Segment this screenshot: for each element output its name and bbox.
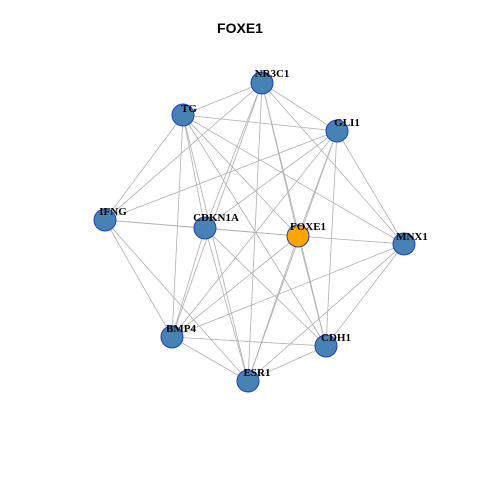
edge-ifng-esr1 bbox=[104, 219, 249, 382]
edge-foxe1-bmp4 bbox=[171, 235, 299, 338]
edge-tg-ifng bbox=[104, 114, 184, 221]
edge-nr3c1-tg bbox=[182, 82, 263, 116]
node-nr3c1 bbox=[250, 71, 274, 95]
node-label-nr3c1: NR3C1 bbox=[255, 68, 290, 80]
edge-nr3c1-mnx1 bbox=[261, 82, 405, 245]
edge-tg-cdh1 bbox=[182, 114, 327, 347]
edge-mnx1-esr1 bbox=[247, 243, 405, 382]
edge-layer bbox=[104, 82, 405, 382]
node-ifng bbox=[93, 208, 117, 232]
node-tg bbox=[171, 103, 195, 127]
node-bmp4 bbox=[160, 325, 184, 349]
node-foxe1 bbox=[286, 224, 310, 248]
edge-tg-cdkn1a bbox=[182, 114, 206, 229]
chart-title: FOXE1 bbox=[217, 20, 263, 36]
edge-tg-gli1 bbox=[182, 114, 338, 132]
edge-gli1-bmp4 bbox=[171, 130, 338, 338]
node-layer bbox=[93, 71, 416, 393]
node-label-gli1: GLI1 bbox=[334, 117, 360, 129]
edge-foxe1-mnx1 bbox=[297, 235, 405, 245]
edge-mnx1-cdh1 bbox=[325, 243, 405, 347]
edge-tg-mnx1 bbox=[182, 114, 405, 245]
edge-gli1-esr1 bbox=[247, 130, 338, 382]
node-label-cdh1: CDH1 bbox=[321, 332, 351, 344]
edge-cdkn1a-bmp4 bbox=[171, 227, 206, 338]
edge-gli1-mnx1 bbox=[336, 130, 405, 245]
edge-ifng-bmp4 bbox=[104, 219, 173, 338]
edge-cdkn1a-cdh1 bbox=[204, 227, 327, 347]
edge-nr3c1-gli1 bbox=[261, 82, 338, 132]
node-label-tg: TG bbox=[181, 103, 197, 115]
node-gli1 bbox=[325, 119, 349, 143]
node-label-ifng: IFNG bbox=[99, 206, 127, 218]
edge-nr3c1-cdh1 bbox=[261, 82, 327, 347]
node-label-bmp4: BMP4 bbox=[166, 323, 196, 335]
edge-bmp4-cdh1 bbox=[171, 336, 327, 347]
edge-tg-foxe1 bbox=[182, 114, 299, 237]
edge-nr3c1-cdkn1a bbox=[204, 82, 263, 229]
edge-bmp4-esr1 bbox=[171, 336, 249, 382]
edge-cdh1-esr1 bbox=[247, 345, 327, 382]
edge-foxe1-cdh1 bbox=[297, 235, 327, 347]
node-label-mnx1: MNX1 bbox=[396, 231, 428, 243]
node-label-esr1: ESR1 bbox=[244, 367, 271, 379]
edge-gli1-cdkn1a bbox=[204, 130, 338, 229]
edge-cdkn1a-foxe1 bbox=[204, 227, 299, 237]
node-esr1 bbox=[236, 369, 260, 393]
edge-mnx1-bmp4 bbox=[171, 243, 405, 338]
edge-nr3c1-ifng bbox=[104, 82, 263, 221]
edge-nr3c1-bmp4 bbox=[171, 82, 263, 338]
node-mnx1 bbox=[392, 232, 416, 256]
edge-gli1-ifng bbox=[104, 130, 338, 221]
node-cdh1 bbox=[314, 334, 338, 358]
node-cdkn1a bbox=[193, 216, 217, 240]
node-label-foxe1: FOXE1 bbox=[290, 221, 326, 233]
edge-cdkn1a-esr1 bbox=[204, 227, 249, 382]
node-label-cdkn1a: CDKN1A bbox=[193, 212, 239, 224]
edge-tg-esr1 bbox=[182, 114, 249, 382]
edge-foxe1-esr1 bbox=[247, 235, 299, 382]
